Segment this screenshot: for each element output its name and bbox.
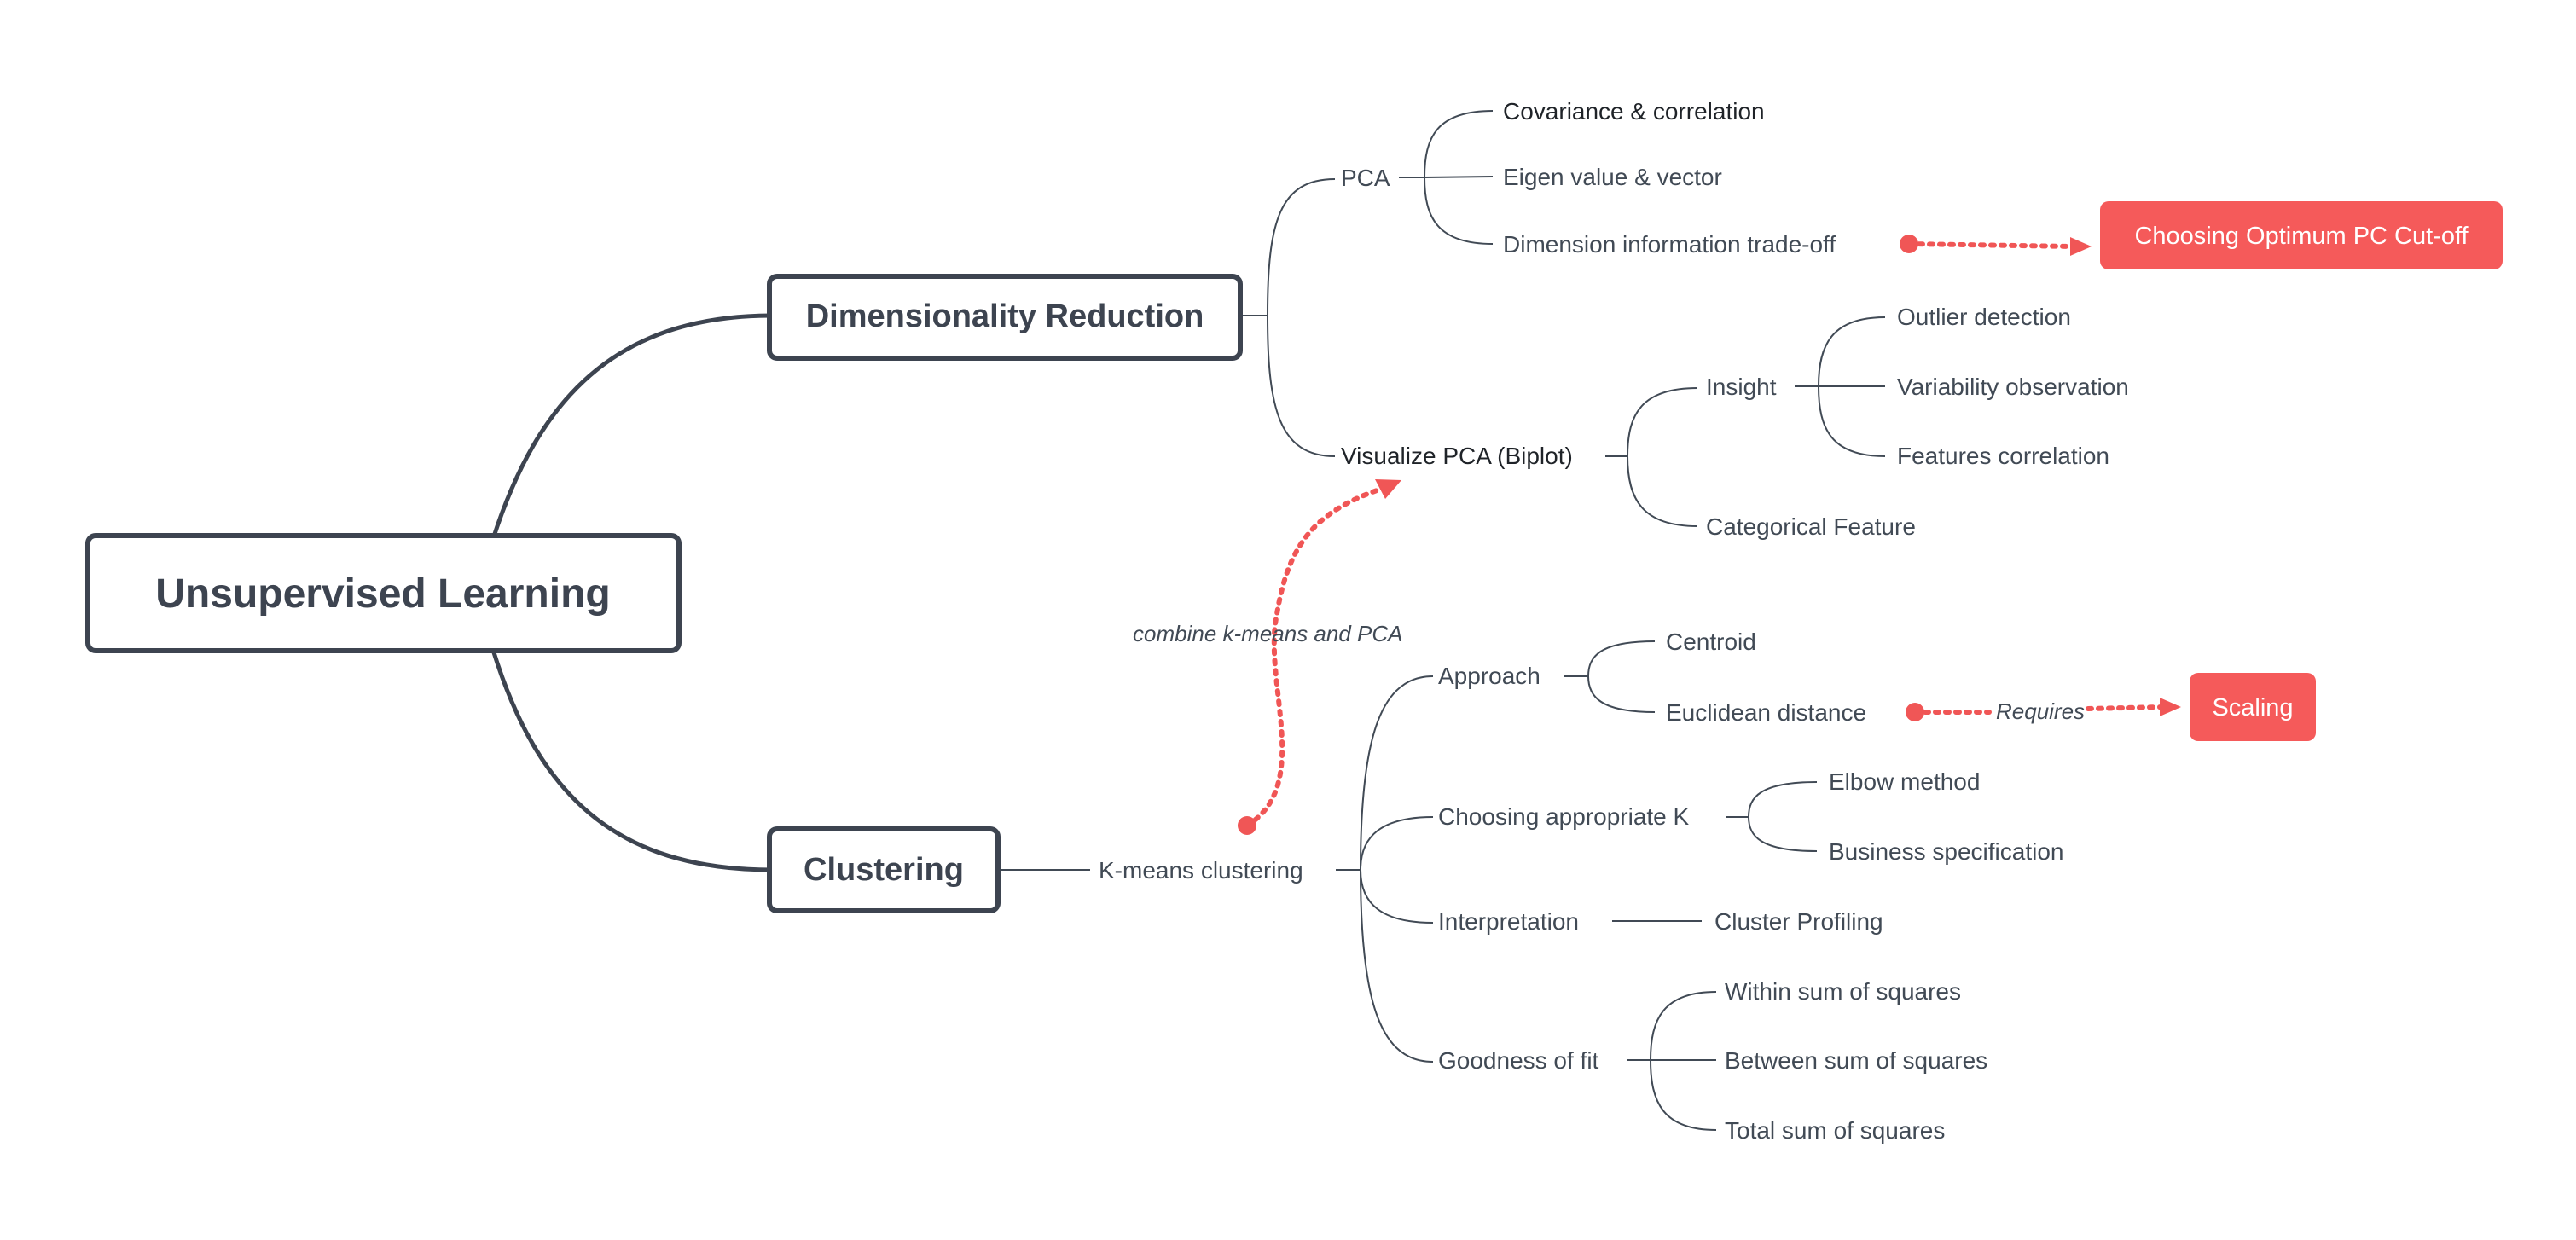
- node-centroid[interactable]: Centroid: [1666, 629, 1756, 655]
- connector-dimred-biplot: [1267, 315, 1336, 457]
- root-node[interactable]: Unsupervised Learning: [85, 533, 682, 653]
- relation-scaling-line-b: [2086, 704, 2165, 711]
- topic-dimred-box: [767, 274, 1243, 361]
- topic-clustering-box: [767, 826, 1001, 913]
- node-eigen[interactable]: Eigen value & vector: [1503, 164, 1722, 190]
- branch-root-dimred: [490, 313, 773, 540]
- connector-kmeans-choosingk: [1360, 816, 1434, 871]
- node-interpretation[interactable]: Interpretation: [1438, 908, 1579, 935]
- node-approach[interactable]: Approach: [1438, 663, 1540, 689]
- node-within-ss[interactable]: Within sum of squares: [1725, 978, 1961, 1005]
- node-variability[interactable]: Variability observation: [1897, 374, 2129, 400]
- node-choosing-k[interactable]: Choosing appropriate K: [1438, 803, 1690, 830]
- connector-choosingk-business: [1748, 816, 1818, 852]
- node-elbow[interactable]: Elbow method: [1829, 768, 1980, 795]
- node-cluster-profiling[interactable]: Cluster Profiling: [1714, 908, 1883, 935]
- node-outlier[interactable]: Outlier detection: [1897, 304, 2071, 330]
- node-tradeoff[interactable]: Dimension information trade-off: [1503, 231, 1836, 258]
- node-euclidean[interactable]: Euclidean distance: [1666, 699, 1866, 726]
- connector-kmeans-approach: [1360, 675, 1434, 871]
- node-covariance[interactable]: Covariance & correlation: [1503, 98, 1765, 125]
- node-between-ss[interactable]: Between sum of squares: [1725, 1047, 1987, 1074]
- callout-pc-cutoff-box: [2100, 201, 2503, 269]
- connector-approach-euclidean: [1587, 675, 1656, 713]
- node-business-spec[interactable]: Business specification: [1829, 838, 2063, 865]
- connector-kmeans-goodness: [1360, 869, 1434, 1063]
- relation-combine-line: [1244, 486, 1384, 828]
- connector-choosingk-elbow: [1748, 781, 1818, 818]
- node-categorical[interactable]: Categorical Feature: [1706, 513, 1916, 540]
- node-insight[interactable]: Insight: [1706, 374, 1777, 400]
- connector-approach-centroid: [1587, 640, 1656, 677]
- node-total-ss[interactable]: Total sum of squares: [1725, 1117, 1945, 1144]
- topic-clustering-label: Clustering: [804, 852, 964, 888]
- connector-goodness-total: [1650, 1059, 1717, 1131]
- connector-kmeans-interpretation: [1360, 869, 1434, 924]
- connector-biplot-insight: [1627, 387, 1698, 457]
- relation-combine-arrowhead: [1375, 479, 1401, 499]
- callout-scaling-label: Scaling: [2212, 694, 2293, 721]
- root-node-label: Unsupervised Learning: [155, 571, 610, 617]
- relation-scaling-arrowhead: [2160, 698, 2181, 716]
- relation-cutoff-start-dot: [1900, 235, 1918, 253]
- connector-insight-outlier: [1818, 316, 1886, 387]
- relation-scaling-start-dot: [1906, 703, 1924, 721]
- relation-requires-label: Requires: [1996, 698, 2085, 724]
- connector-insight-correlation: [1818, 385, 1886, 457]
- topic-clustering[interactable]: Clustering: [767, 826, 1001, 913]
- branch-root-clustering: [490, 649, 773, 872]
- callout-scaling[interactable]: Scaling: [2190, 673, 2316, 741]
- relation-cutoff-arrowhead: [2070, 237, 2092, 256]
- relation-combine-label: combine k-means and PCA: [1133, 621, 1402, 646]
- connector-dimred-pca: [1267, 178, 1336, 316]
- node-pca[interactable]: PCA: [1341, 165, 1390, 191]
- node-biplot[interactable]: Visualize PCA (Biplot): [1341, 443, 1573, 469]
- callout-pc-cutoff[interactable]: Choosing Optimum PC Cut-off: [2100, 201, 2503, 269]
- relation-combine-start-dot: [1238, 816, 1256, 835]
- root-node-box: [85, 533, 682, 653]
- node-goodness[interactable]: Goodness of fit: [1438, 1047, 1599, 1074]
- connector-biplot-categorical: [1627, 455, 1698, 527]
- connector-pca-tradeoff: [1424, 177, 1494, 245]
- node-kmeans[interactable]: K-means clustering: [1099, 857, 1303, 884]
- relation-cutoff-line: [1906, 241, 2075, 249]
- callout-pc-cutoff-label: Choosing Optimum PC Cut-off: [2134, 223, 2469, 250]
- topic-dimensionality-reduction[interactable]: Dimensionality Reduction: [767, 274, 1243, 361]
- callout-scaling-box: [2190, 673, 2316, 741]
- node-features-correlation[interactable]: Features correlation: [1897, 443, 2109, 469]
- connector-pca-covariance: [1424, 110, 1494, 178]
- connector-goodness-within: [1650, 991, 1717, 1061]
- topic-dimred-label: Dimensionality Reduction: [806, 298, 1204, 334]
